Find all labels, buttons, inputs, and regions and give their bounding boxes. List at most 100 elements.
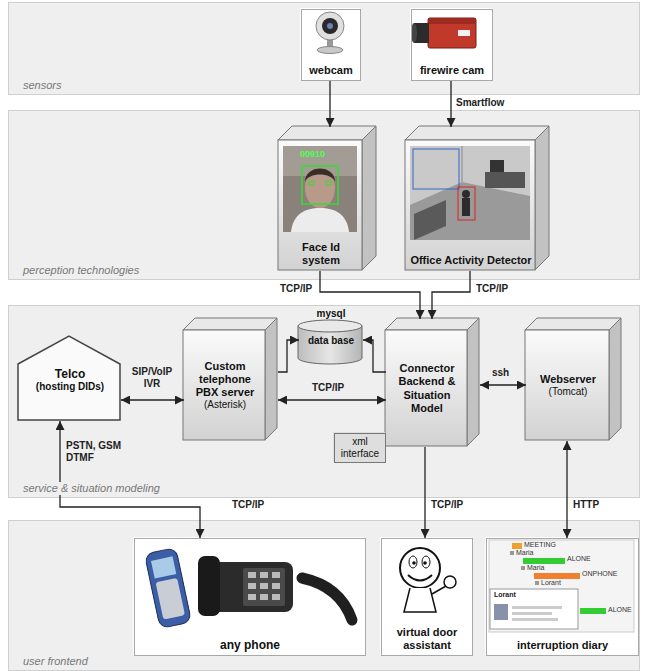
firewire-camera-icon	[458, 30, 470, 36]
node-title: virtual door assistant	[386, 626, 468, 652]
perception-module: Office Activity Detector	[406, 127, 550, 271]
node-title: any phone	[220, 638, 280, 652]
diary-screenshot	[534, 573, 580, 579]
diary-screenshot	[485, 537, 638, 655]
office-camera-image	[462, 146, 463, 182]
connector-arrow	[432, 271, 470, 319]
connector-cube	[467, 318, 479, 446]
xml-interface-fill	[333, 432, 385, 462]
webcam-icon	[300, 8, 360, 80]
node-title: xml interface	[338, 436, 382, 460]
node-title: Custom telephone PBX server	[188, 360, 262, 400]
connector-label: TCP/IP	[312, 382, 344, 394]
node-title: Face Id system	[283, 241, 359, 267]
phones-image	[302, 578, 352, 620]
face-camera-image	[302, 166, 338, 204]
node-title: mysql	[317, 308, 346, 320]
diary-status: ONPHONE	[582, 570, 617, 578]
diary-person: Lorant	[541, 579, 561, 587]
face-id-cube	[362, 126, 376, 270]
face-id-number: 00910	[300, 149, 325, 160]
phones-image	[260, 572, 268, 578]
face-camera-image	[283, 146, 357, 232]
office-camera-image	[458, 187, 475, 220]
phones-image	[272, 594, 280, 600]
diary-screenshot	[512, 612, 552, 615]
frontend-box: virtual door assistant	[381, 538, 473, 656]
node-title: Office Activity Detector	[410, 254, 531, 267]
phones-image	[248, 572, 256, 578]
webcam-icon	[322, 18, 338, 34]
diary-screenshot	[521, 566, 525, 570]
door-assistant-cartoon	[409, 556, 417, 568]
node-title: Telco	[55, 367, 85, 381]
door-assistant-cartoon	[444, 576, 456, 588]
webserver-cube	[525, 318, 621, 440]
connector-cube	[385, 318, 479, 446]
sensor-box: webcam	[301, 9, 361, 81]
connector-arrow	[278, 399, 386, 400]
face-id-cube	[278, 126, 376, 270]
firewire-camera-icon	[410, 8, 492, 80]
layer-label: service & situation modeling	[21, 482, 162, 495]
office-camera-image	[490, 160, 504, 172]
interface-box: xml interface	[334, 433, 386, 463]
face-id-cube	[278, 140, 362, 270]
sensor-box: firewire cam	[411, 9, 493, 81]
firewire-camera-icon	[410, 8, 492, 80]
webserver-cube	[525, 330, 609, 440]
webserver-cube	[609, 318, 621, 440]
mobile-phone	[144, 548, 191, 629]
mobile-phone	[156, 578, 185, 620]
connector-arrow	[450, 81, 451, 127]
connector-cube	[385, 318, 479, 330]
door-assistant-cartoon	[380, 537, 472, 655]
diary-screenshot	[485, 537, 638, 655]
webcam-icon	[317, 47, 343, 54]
telco-house	[18, 336, 120, 420]
pbx-cube	[183, 318, 277, 440]
server-box: Custom telephone PBX server(Asterisk)	[184, 319, 278, 441]
server-box: Webserver(Tomcat)	[526, 319, 622, 441]
diary-status: MEETING	[524, 541, 556, 549]
layer-band: perception technologies Face Id systemOff…	[8, 110, 640, 280]
connector-arrow	[480, 384, 526, 385]
perception-module: Face Id system	[279, 127, 377, 271]
office-camera-image	[485, 172, 525, 188]
office-camera-image	[410, 146, 530, 240]
face-camera-image	[305, 168, 335, 208]
office-detector-cube	[535, 126, 549, 270]
connector-label: TCP/IP	[280, 283, 312, 295]
webcam-icon	[316, 12, 344, 40]
connector-label: TCP/IP	[476, 283, 508, 295]
connector-label: ssh	[492, 367, 509, 379]
phones-image	[248, 583, 256, 589]
office-camera-image	[414, 200, 446, 240]
layer-band: sensors webcam firewire cam	[8, 2, 640, 95]
office-detector-cube	[405, 126, 549, 270]
connectors	[60, 81, 567, 538]
diary-screenshot	[494, 604, 508, 620]
connector-arrow	[278, 340, 299, 372]
face-camera-image	[305, 169, 335, 183]
xml-interface-fill	[333, 432, 385, 462]
connector-arrow	[60, 421, 200, 538]
node-title: webcam	[309, 64, 352, 77]
phones-image	[248, 594, 256, 600]
diary-screenshot	[512, 543, 522, 549]
node-subtitle: (Tomcat)	[549, 386, 588, 398]
office-camera-image	[413, 149, 459, 189]
layer-label: user frontend	[21, 655, 90, 668]
layer-label: sensors	[21, 79, 64, 92]
database-cylinder: mysqldata base	[299, 308, 363, 365]
layer-label: perception technologies	[21, 264, 141, 277]
diary-screenshot	[523, 558, 565, 564]
pbx-cube	[183, 318, 277, 330]
office-detector-cube	[405, 126, 549, 140]
webcam-icon	[300, 8, 360, 80]
diary-person: Lorant	[494, 591, 516, 599]
face-id-cube	[278, 126, 376, 140]
connector-label: HTTP	[573, 499, 599, 511]
server-box: Connector Backend & Situation Model	[386, 319, 480, 447]
